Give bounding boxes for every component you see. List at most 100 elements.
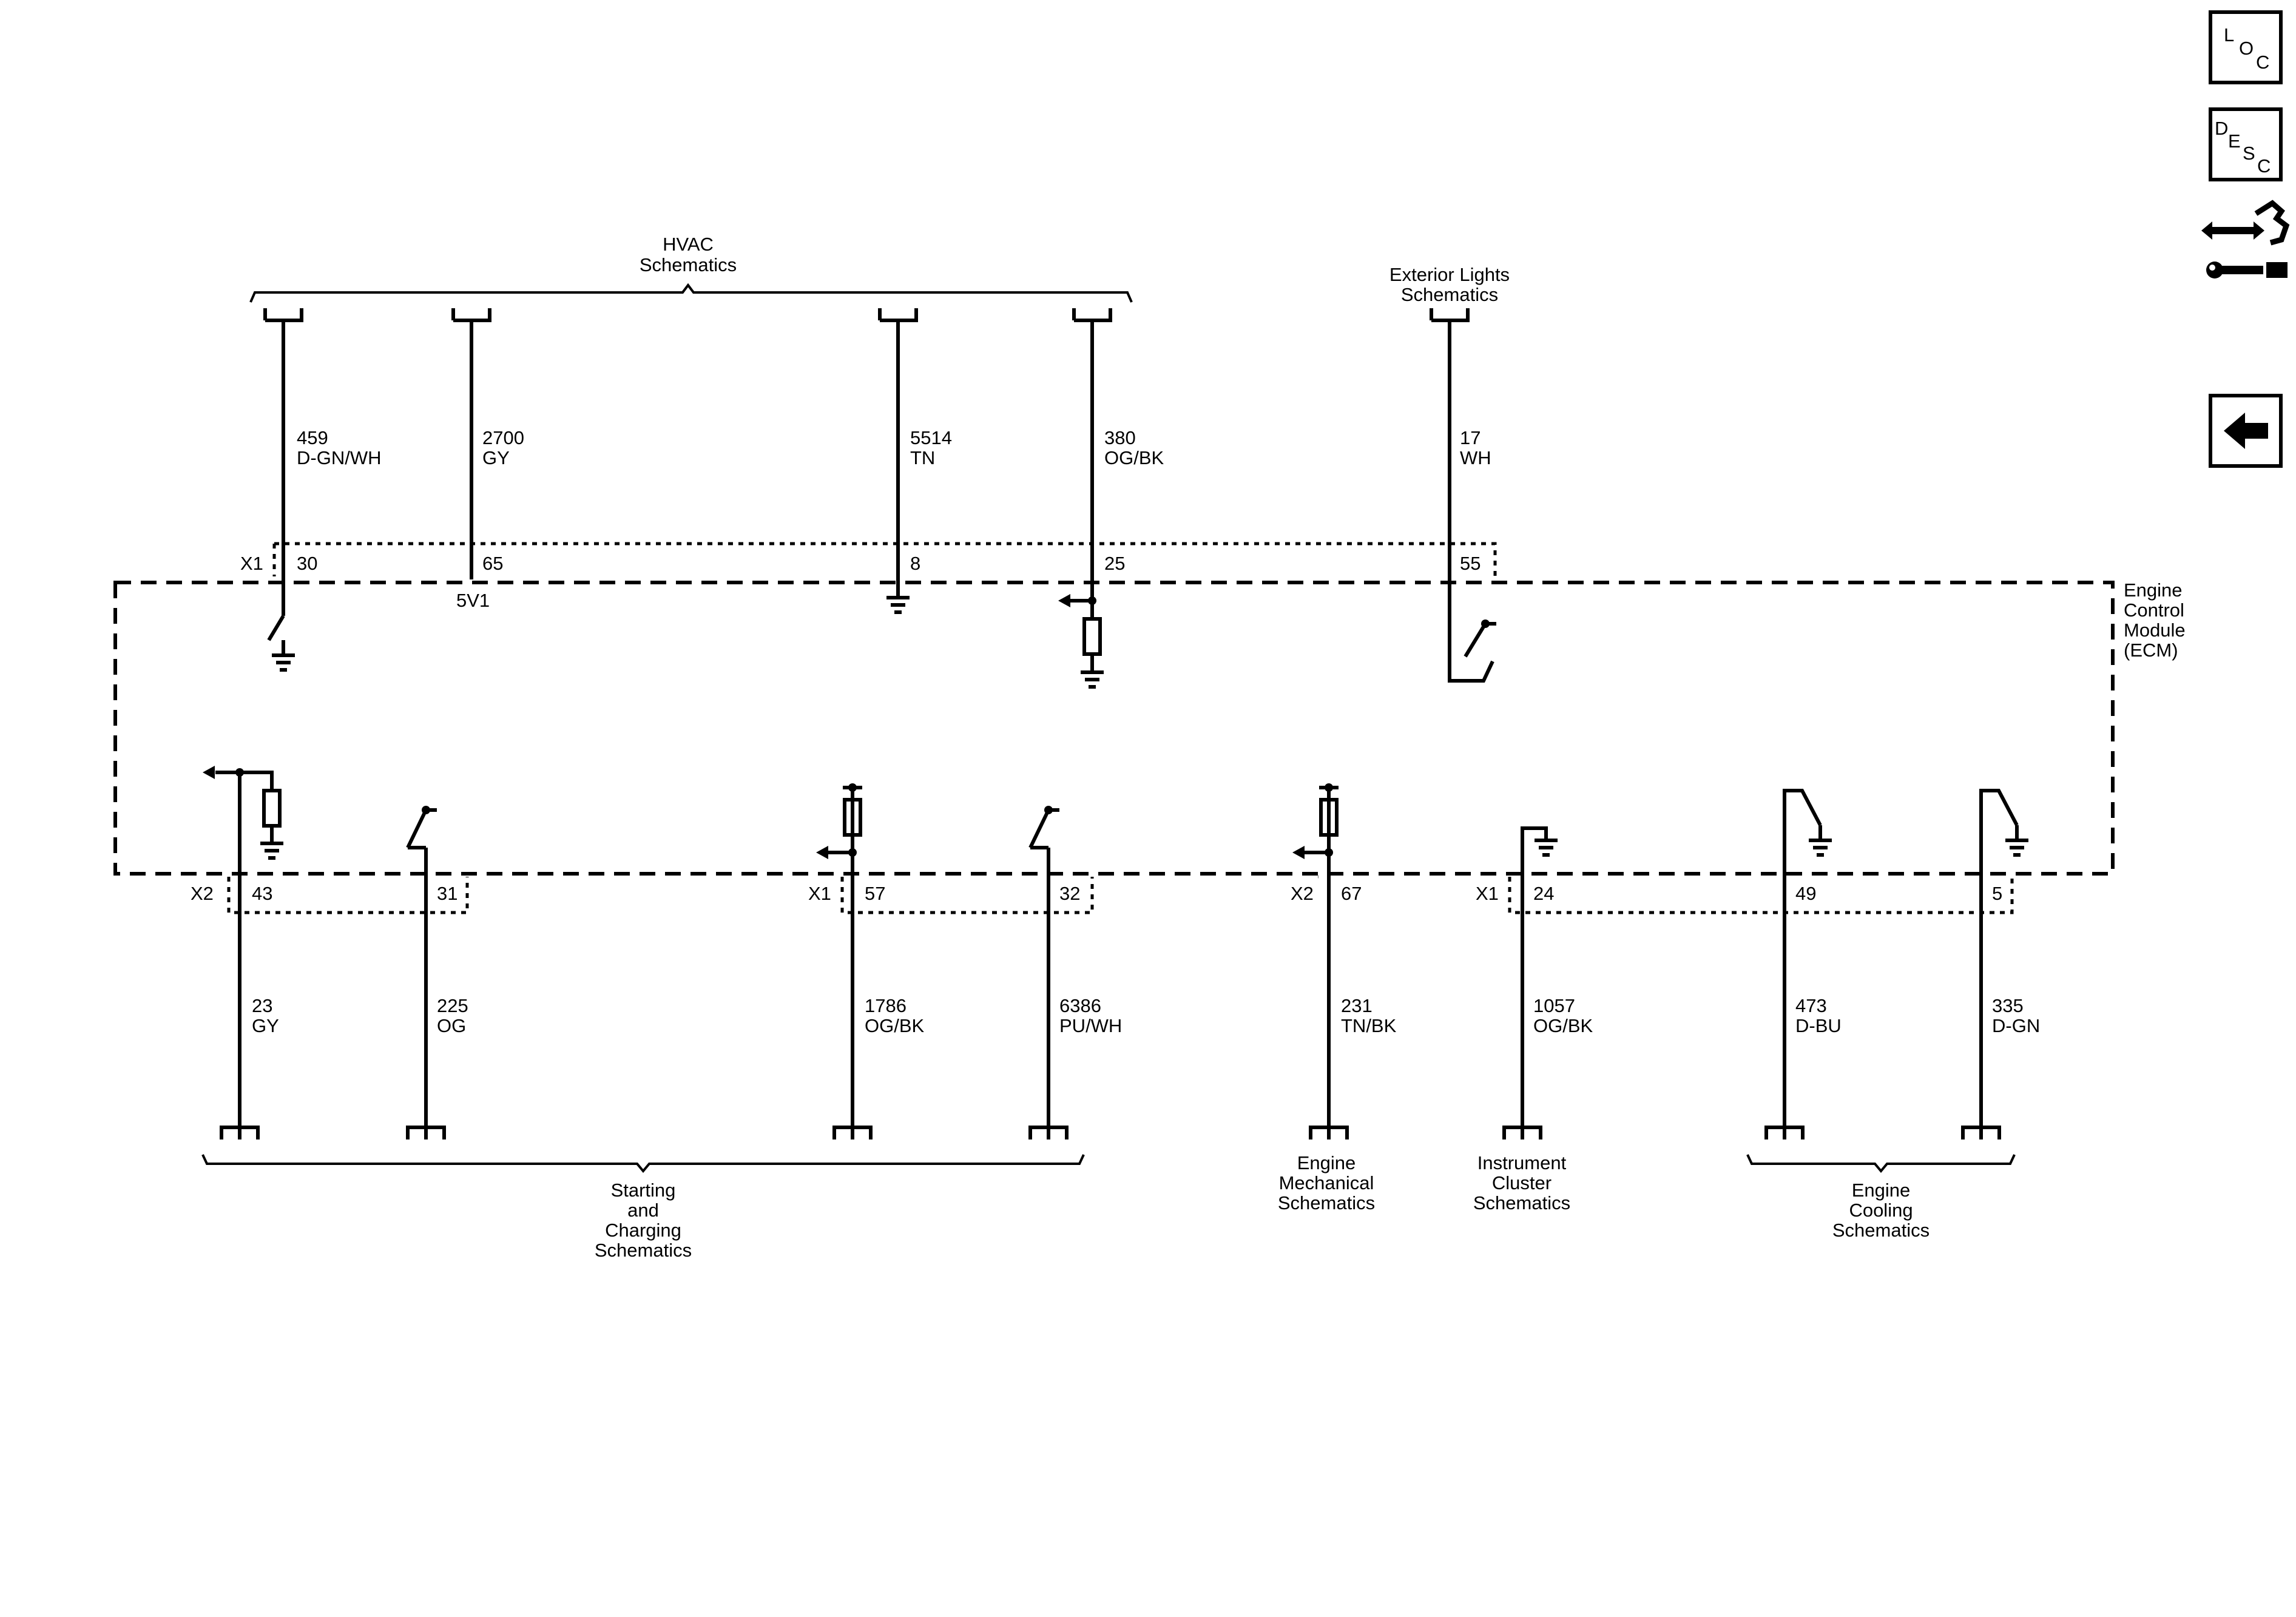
wire-23-color: GY bbox=[252, 1015, 279, 1036]
pin-8: 8 bbox=[910, 553, 920, 574]
wire-473 bbox=[1783, 789, 1822, 1139]
bottom-connector-a-label: X2 bbox=[191, 883, 214, 904]
switch-6386 bbox=[1028, 808, 1059, 849]
wire-335 bbox=[1979, 789, 2019, 1139]
desc-letter-e: E bbox=[2228, 130, 2241, 152]
loc-letter-c: C bbox=[2256, 52, 2269, 73]
wire-225-number: 225 bbox=[437, 995, 468, 1016]
wire-17-number: 17 bbox=[1460, 427, 1481, 448]
cooling-label-line3: Schematics bbox=[1832, 1220, 1930, 1241]
ground-1057 bbox=[1535, 839, 1558, 857]
resistor-1786 bbox=[843, 798, 862, 837]
wire-335-number: 335 bbox=[1992, 995, 2024, 1016]
wire-5514-color: TN bbox=[910, 447, 935, 468]
pin-25: 25 bbox=[1104, 553, 1125, 574]
pin-57: 57 bbox=[865, 883, 885, 904]
ground-23 bbox=[260, 826, 283, 860]
bottom-connector-b-label: X1 bbox=[808, 883, 831, 904]
bottom-connector-d bbox=[1508, 877, 2014, 914]
wire-1057 bbox=[1521, 826, 1548, 1139]
terminal-6386 bbox=[1028, 1126, 1069, 1139]
terminal-231 bbox=[1309, 1126, 1349, 1139]
bottom-connector-b bbox=[840, 877, 1094, 914]
wire-459-color: D-GN/WH bbox=[297, 447, 381, 468]
switch-225 bbox=[406, 808, 437, 849]
ecm-label-line4: (ECM) bbox=[2124, 640, 2178, 661]
loc-button[interactable]: L O C bbox=[2209, 10, 2283, 84]
cooling-label-line2: Cooling bbox=[1849, 1200, 1913, 1221]
resistor-380 bbox=[1082, 617, 1102, 656]
switch-459 bbox=[267, 615, 285, 641]
pin-43: 43 bbox=[252, 883, 272, 904]
arrowhead-23 bbox=[203, 766, 215, 779]
ecm-label-line2: Control bbox=[2124, 599, 2184, 621]
starting-label-line4: Schematics bbox=[595, 1240, 692, 1261]
connector-tool-icon[interactable] bbox=[2201, 200, 2290, 279]
pin-31: 31 bbox=[437, 883, 458, 904]
starting-label-line2: and bbox=[627, 1200, 659, 1221]
back-arrow-icon[interactable] bbox=[2209, 394, 2283, 468]
terminal-23 bbox=[220, 1126, 260, 1139]
wire-1057-color: OG/BK bbox=[1533, 1015, 1593, 1036]
node-231-top bbox=[1325, 783, 1333, 792]
node-1786-top bbox=[848, 783, 857, 792]
ecm-module-box bbox=[113, 581, 2115, 876]
pin-55: 55 bbox=[1460, 553, 1481, 574]
desc-letter-s: S bbox=[2243, 143, 2255, 164]
desc-letter-c: C bbox=[2257, 155, 2271, 177]
reference-5v1: 5V1 bbox=[456, 590, 490, 611]
resistor-231 bbox=[1319, 798, 1339, 837]
desc-letter-d: D bbox=[2215, 118, 2228, 139]
ecm-label-line1: Engine bbox=[2124, 579, 2183, 601]
wire-380-color: OG/BK bbox=[1104, 447, 1164, 468]
arrowhead-380 bbox=[1058, 594, 1070, 607]
starting-brace bbox=[201, 1154, 1085, 1173]
wire-17 bbox=[1448, 320, 1494, 683]
pin-49: 49 bbox=[1795, 883, 1816, 904]
ecm-label-line3: Module bbox=[2124, 619, 2186, 641]
hvac-label-line2: Schematics bbox=[640, 254, 737, 275]
wire-5514-number: 5514 bbox=[910, 427, 952, 448]
wire-231-number: 231 bbox=[1341, 995, 1373, 1016]
hvac-label-line1: HVAC bbox=[663, 234, 714, 255]
ground-5514 bbox=[886, 596, 910, 614]
starting-label-line3: Charging bbox=[605, 1220, 681, 1241]
wire-6386-color: PU/WH bbox=[1059, 1015, 1122, 1036]
pin-30: 30 bbox=[297, 553, 317, 574]
wire-1786-number: 1786 bbox=[865, 995, 907, 1016]
pin-65: 65 bbox=[482, 553, 503, 574]
wire-225 bbox=[408, 846, 428, 1139]
cluster-label-line3: Schematics bbox=[1473, 1192, 1570, 1214]
mechanical-label-line3: Schematics bbox=[1278, 1192, 1375, 1214]
wire-23-number: 23 bbox=[252, 995, 272, 1016]
bottom-connector-a bbox=[227, 877, 469, 914]
wire-473-color: D-BU bbox=[1795, 1015, 1842, 1036]
terminal-225 bbox=[406, 1126, 446, 1139]
ground-459 bbox=[272, 640, 295, 672]
terminal-473 bbox=[1764, 1126, 1805, 1139]
starting-label-line1: Starting bbox=[611, 1180, 676, 1201]
exterior-label-line2: Schematics bbox=[1401, 284, 1498, 305]
cluster-label-line2: Cluster bbox=[1492, 1172, 1551, 1193]
hvac-brace bbox=[249, 283, 1133, 303]
ground-380 bbox=[1081, 654, 1104, 689]
top-connector-x1 bbox=[274, 542, 1497, 576]
wire-231-color: TN/BK bbox=[1341, 1015, 1397, 1036]
desc-button[interactable]: D E S C bbox=[2209, 107, 2283, 181]
loc-letter-o: O bbox=[2239, 38, 2254, 59]
wire-380-number: 380 bbox=[1104, 427, 1136, 448]
bottom-terminals bbox=[220, 1126, 2001, 1139]
cooling-label-line1: Engine bbox=[1852, 1180, 1911, 1201]
bottom-connector-c-label: X2 bbox=[1291, 883, 1314, 904]
mechanical-label-line1: Engine bbox=[1297, 1152, 1356, 1173]
loc-letter-l: L bbox=[2224, 24, 2234, 46]
wire-6386-number: 6386 bbox=[1059, 995, 1101, 1016]
ground-335 bbox=[2005, 825, 2028, 857]
wire-1786-color: OG/BK bbox=[865, 1015, 925, 1036]
terminal-1786 bbox=[832, 1126, 873, 1139]
bottom-connector-d-label: X1 bbox=[1476, 883, 1499, 904]
wire-2700-color: GY bbox=[482, 447, 510, 468]
terminal-335 bbox=[1961, 1126, 2001, 1139]
arrowhead-1786 bbox=[816, 846, 828, 859]
wire-473-number: 473 bbox=[1795, 995, 1827, 1016]
